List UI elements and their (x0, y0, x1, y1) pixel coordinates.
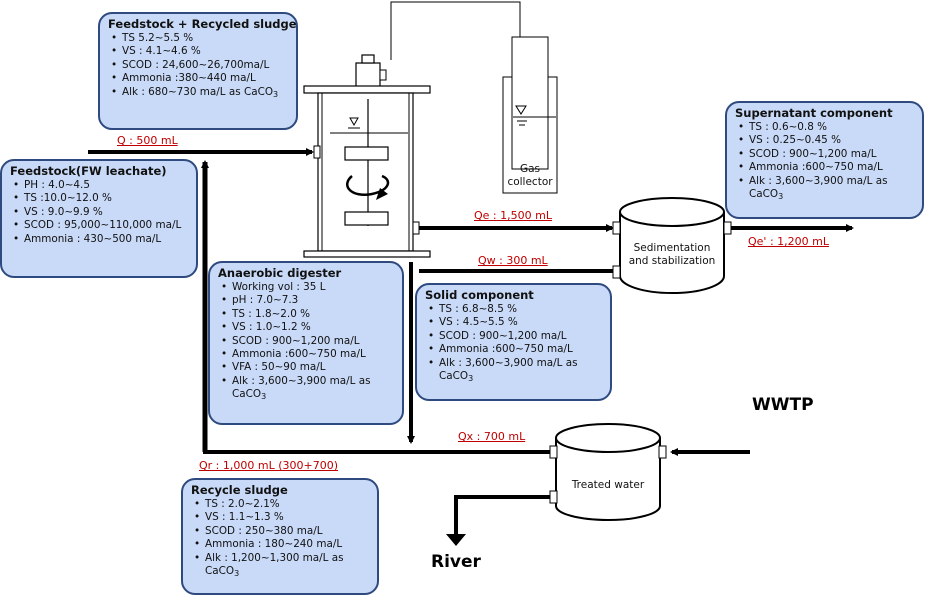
recycle-item: Alk : 1,200~1,300 ma/L as CaCO3 (194, 552, 369, 579)
anaerobic-digester-box: Anaerobic digester Working vol : 35 L pH… (208, 261, 404, 425)
sedimentation-label: Sedimentation and stabilization (628, 242, 716, 267)
gas-line (390, 1, 521, 60)
feedstock-fw-item: PH : 4.0~4.5 (13, 179, 188, 193)
anaerobic-digester-title: Anaerobic digester (218, 266, 342, 280)
feedstock-fw-item: Ammonia : 430~500 ma/L (13, 233, 188, 247)
digester-item: Ammonia :600~750 ma/L (221, 348, 394, 362)
sedimentation-tank (619, 212, 725, 294)
solid-component-box: Solid component TS : 6.8~8.5 % VS : 4.5~… (415, 283, 612, 401)
feedstock-fw-item: VS : 9.0~9.9 % (13, 206, 188, 220)
recycle-item: VS : 1.1~1.3 % (194, 511, 369, 525)
solid-item: VS : 4.5~5.5 % (428, 316, 602, 330)
solid-item: TS : 6.8~8.5 % (428, 303, 602, 317)
digester-item: pH : 7.0~7.3 (221, 294, 394, 308)
river-outflow (454, 495, 550, 538)
feedstock-recycled-item: SCOD : 24,600~26,700ma/L (111, 59, 288, 73)
river-label: River (431, 552, 481, 572)
supernatant-item: Alk : 3,600~3,900 ma/L as CaCO3 (738, 175, 914, 202)
gas-collector-label: Gas collector (507, 163, 553, 188)
treated-water-label: Treated water (571, 479, 645, 491)
digester-item: VS : 1.0~1.2 % (221, 321, 394, 335)
treated-water-tank (555, 438, 661, 521)
feedstock-recycled-box: Feedstock + Recycled sludge TS 5.2~5.5 %… (98, 12, 298, 130)
supernatant-item: TS : 0.6~0.8 % (738, 121, 914, 135)
digester-item: Alk : 3,600~3,900 ma/L as CaCO3 (221, 375, 394, 402)
recycle-item: SCOD : 250~380 ma/L (194, 525, 369, 539)
motor (355, 62, 381, 88)
reactor-lid (303, 85, 431, 94)
gas-collector-inner (511, 36, 549, 170)
feedstock-fw-item: SCOD : 95,000~110,000 ma/L (13, 219, 188, 233)
subscript-3: 3 (261, 392, 267, 402)
digester-item: VFA : 50~90 ma/L (221, 361, 394, 375)
digester-item: SCOD : 900~1,200 ma/L (221, 335, 394, 349)
feedstock-recycled-item: TS 5.2~5.5 % (111, 32, 288, 46)
supernatant-component-box: Supernatant component TS : 0.6~0.8 % VS … (725, 101, 924, 219)
digester-item: Working vol : 35 L (221, 281, 394, 295)
reactor-body (317, 92, 414, 252)
subscript-3: 3 (273, 89, 279, 99)
solid-item: Ammonia :600~750 ma/L (428, 343, 602, 357)
supernatant-item: Ammonia :600~750 ma/L (738, 161, 914, 175)
feedstock-recycled-title: Feedstock + Recycled sludge (108, 17, 297, 31)
recycle-sludge-title: Recycle sludge (191, 483, 288, 497)
solid-item: SCOD : 900~1,200 ma/L (428, 330, 602, 344)
digester-item: TS : 1.8~2.0 % (221, 308, 394, 322)
solid-component-title: Solid component (425, 288, 534, 302)
feedstock-fw-box: Feedstock(FW leachate) PH : 4.0~4.5 TS :… (0, 159, 198, 278)
supernatant-title: Supernatant component (735, 106, 893, 120)
feedstock-recycled-item: Ammonia :380~440 ma/L (111, 72, 288, 86)
flow-label-qr: Qr : 1,000 mL (300+700) (199, 459, 338, 472)
flow-label-qe-prime: Qe' : 1,200 mL (748, 235, 829, 248)
recycle-sludge-box: Recycle sludge TS : 2.0~2.1% VS : 1.1~1.… (181, 478, 379, 595)
flow-label-qe: Qe : 1,500 mL (474, 209, 552, 222)
feedstock-recycled-item: Alk : 680~730 ma/L as CaCO3 (111, 86, 288, 100)
feedstock-recycled-item: VS : 4.1~4.6 % (111, 45, 288, 59)
subscript-3: 3 (778, 192, 784, 202)
flow-label-qx: Qx : 700 mL (458, 430, 526, 443)
flow-label-q: Q : 500 mL (117, 134, 178, 147)
solid-item: Alk : 3,600~3,900 ma/L as CaCO3 (428, 357, 602, 384)
supernatant-item: VS : 0.25~0.45 % (738, 134, 914, 148)
feedstock-fw-title: Feedstock(FW leachate) (10, 164, 167, 178)
recycle-item: Ammonia : 180~240 ma/L (194, 538, 369, 552)
wwtp-label: WWTP (752, 395, 814, 415)
subscript-3: 3 (468, 374, 474, 384)
flow-label-qw: Qw : 300 mL (478, 254, 548, 267)
feedstock-fw-item: TS :10.0~12.0 % (13, 192, 188, 206)
subscript-3: 3 (234, 569, 240, 579)
recycle-item: TS : 2.0~2.1% (194, 498, 369, 512)
supernatant-item: SCOD : 900~1,200 ma/L (738, 148, 914, 162)
